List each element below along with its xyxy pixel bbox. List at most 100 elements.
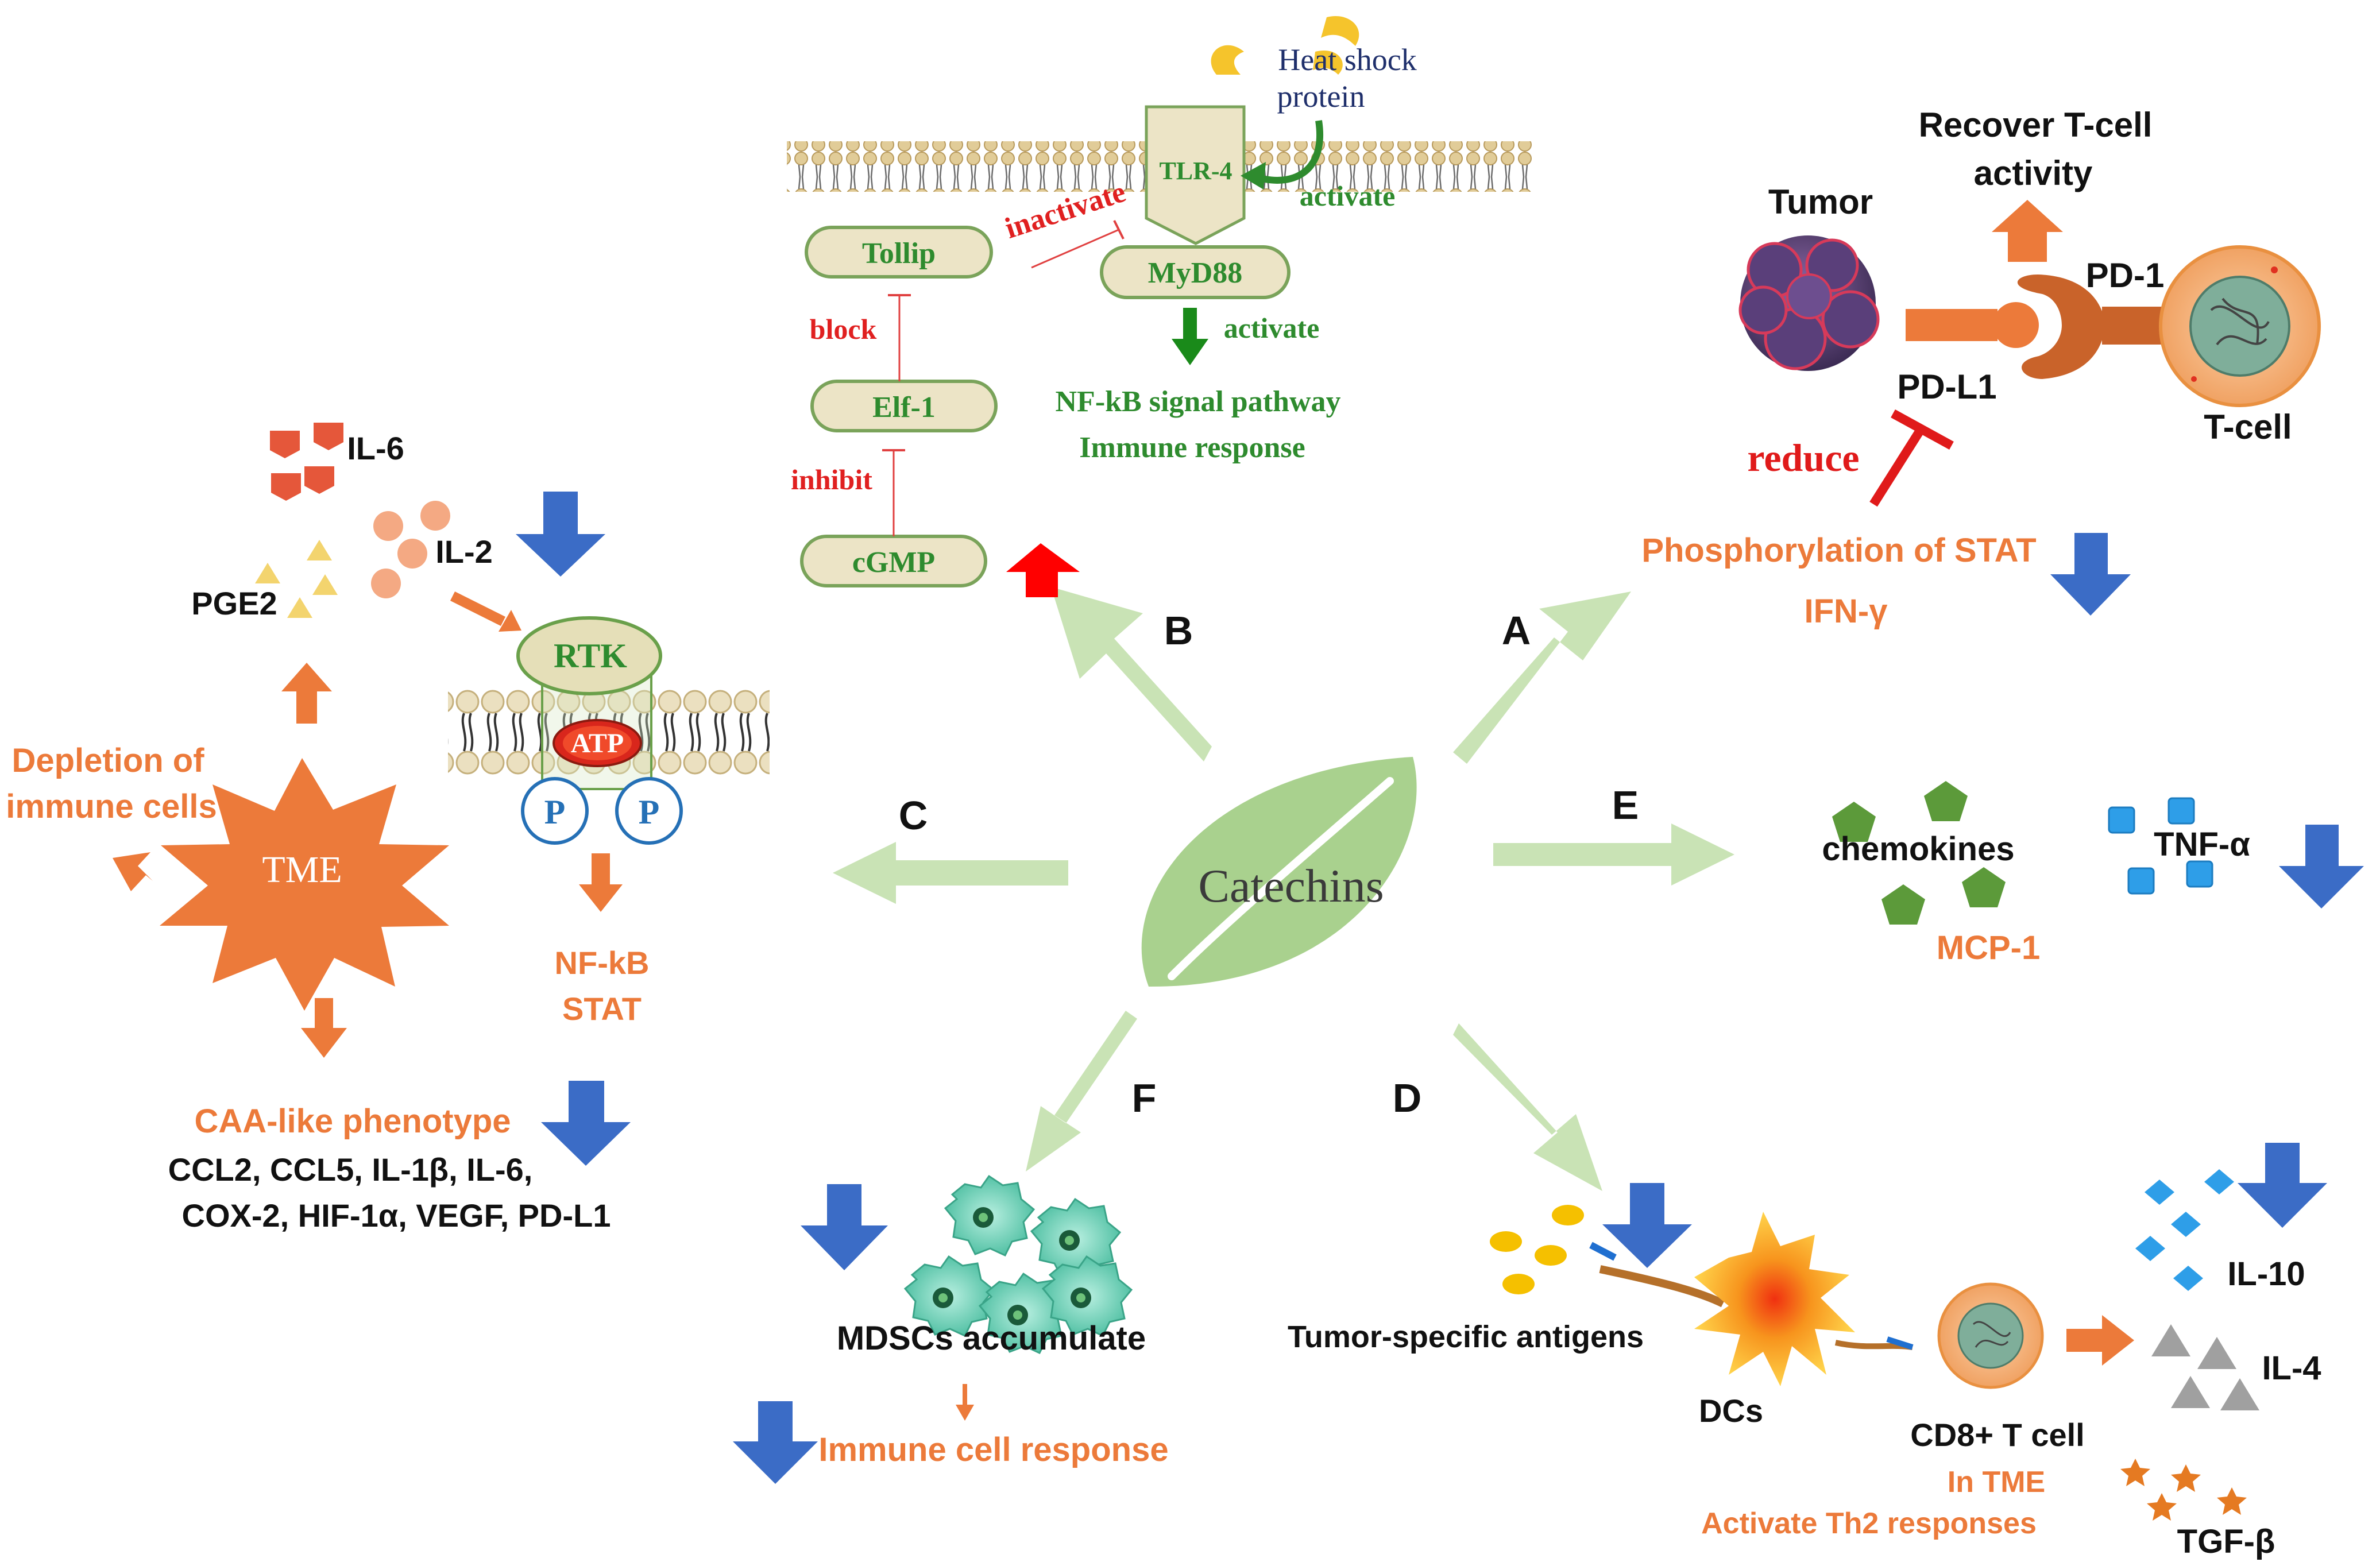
antigen-icons [1490, 1205, 1584, 1294]
elf1-box [810, 380, 998, 432]
arrowhead-icon [1241, 162, 1266, 190]
dcs-label: DCs [1699, 1393, 1763, 1429]
il4-icons [2151, 1324, 2259, 1410]
inhibit-label: inhibit [791, 463, 872, 496]
il6-icons [270, 423, 343, 501]
depletion-label-1: Depletion of [11, 742, 204, 779]
arrowhead-icon [499, 610, 521, 632]
tme-star [160, 758, 449, 1011]
heat-shock-protein-icon [1321, 16, 1359, 46]
elf1-label: Elf-1 [872, 391, 936, 424]
phosphate-left [521, 777, 589, 845]
pdl1-label: PD-L1 [1897, 368, 1996, 406]
chemokines-label: chemokines [1822, 830, 2014, 868]
activate-arrow-stem [1183, 308, 1197, 342]
phosphorylation-label: Phosphorylation of STAT [1641, 532, 2036, 569]
down-arrow-icon [956, 1405, 974, 1421]
decrease-arrow-icon [516, 492, 605, 577]
atp-inner [563, 726, 632, 760]
decrease-arrow-icon [2238, 1143, 2327, 1228]
down-arrow-stem [963, 1384, 967, 1410]
panel-d: Tumor-specific antigens DCs CD8+ T cell … [1288, 1143, 2327, 1560]
panel-a: Recover T-cell activity Tumor PD-1 PD-L1 [1641, 106, 2321, 630]
il2-icons [371, 501, 450, 598]
th2-label: Activate Th2 responses [1701, 1507, 2037, 1540]
activate-arrow-icon [1172, 339, 1208, 365]
pge2-icons [255, 540, 338, 618]
mcp1-label: MCP-1 [1937, 929, 2040, 966]
rtk-label: RTK [554, 637, 627, 675]
tcell-label: T-cell [2204, 408, 2292, 446]
heat-shock-protein-icon [1313, 51, 1343, 75]
decrease-arrow-icon [1602, 1183, 1692, 1268]
branch-label-e: E [1612, 783, 1639, 828]
catechins-leaf [1141, 757, 1417, 987]
cgmp-label: cGMP [852, 546, 935, 579]
decrease-arrow-icon [541, 1081, 631, 1166]
reduce-line [1869, 423, 1927, 507]
branch-label-f: F [1132, 1076, 1157, 1120]
ifn-label: IFN-γ [1805, 593, 1888, 630]
phosphate-right [615, 777, 683, 845]
increase-arrow-icon [1006, 543, 1080, 597]
arrow-to-b [1051, 587, 1212, 761]
inhibit-bar [1891, 409, 1954, 450]
pdl1-knob [1993, 302, 2039, 348]
up-arrow-icon [281, 663, 332, 724]
il10-label: IL-10 [2227, 1255, 2305, 1293]
dendritic-cell-icon [1589, 1212, 1914, 1386]
branch-arrows [833, 587, 1734, 1191]
arrow-to-c [833, 842, 1068, 904]
pd1-label: PD-1 [2086, 256, 2165, 295]
tlr4-receptor [1145, 105, 1246, 245]
pd1-stem [2102, 307, 2169, 345]
stat-label: STAT [562, 991, 642, 1027]
tumor-icon [1738, 235, 1880, 371]
il10-icons [2135, 1169, 2234, 1291]
recover-label-1: Recover T-cell [1919, 106, 2153, 144]
arrow-to-f [1026, 1011, 1137, 1172]
tgfb-label: TGF-β [2177, 1523, 2275, 1560]
tcell-icon [2159, 245, 2321, 407]
recover-label-2: activity [1974, 154, 2093, 192]
pathway-label-1: NF-kB signal pathway [1056, 385, 1341, 418]
tme-label: TME [262, 849, 342, 891]
panel-f: MDSCs accumulate Immune cell response [733, 1174, 1169, 1484]
markers-label-2: COX-2, HIF-1α, VEGF, PD-L1 [182, 1197, 611, 1234]
chemokine-icons [1832, 781, 2006, 925]
branch-label-a: A [1502, 608, 1531, 653]
panel-c: IL-6 IL-2 PGE2 RTK ATP P [6, 423, 770, 1234]
arrow-to-e [1493, 823, 1734, 886]
tgfb-icons [2120, 1459, 2247, 1521]
mdsc-cells-icon [903, 1174, 1133, 1354]
activate-pathway-label: activate [1224, 312, 1320, 344]
phosphate-right-label: P [639, 793, 660, 831]
branch-label-c: C [899, 793, 928, 838]
il2-to-rtk-arrow [450, 591, 506, 627]
activate-curve-arrow [1251, 120, 1323, 184]
right-arrow-icon [2066, 1315, 2134, 1366]
reduce-label: reduce [1747, 436, 1859, 480]
cd8-label: CD8+ T cell [1910, 1417, 2084, 1453]
arrow-to-a [1453, 591, 1631, 764]
markers-label-1: CCL2, CCL5, IL-1β, IL-6, [168, 1151, 533, 1188]
atp-label: ATP [571, 728, 624, 759]
panel-e: chemokines TNF-α MCP-1 [1822, 781, 2364, 966]
tnf-label: TNF-α [2154, 826, 2250, 863]
down-arrow-icon [579, 853, 623, 912]
arrow-to-d [1453, 1023, 1602, 1191]
cd8-tcell-icon [1937, 1282, 2044, 1389]
inhibit-bar [1113, 220, 1125, 239]
branch-label-b: B [1164, 608, 1193, 653]
immune-response-label: Immune cell response [818, 1431, 1168, 1468]
tnf-icons [2108, 797, 2213, 895]
catechins-label: Catechins [1198, 860, 1384, 912]
activate-receptor-label: activate [1300, 180, 1396, 212]
decrease-arrow-icon [733, 1401, 818, 1484]
tumor-label: Tumor [1768, 183, 1873, 221]
phosphate-left-label: P [544, 793, 566, 831]
pd1-receptor [2017, 274, 2105, 379]
myd88-label: MyD88 [1148, 257, 1243, 289]
depletion-label-2: immune cells [6, 788, 217, 825]
il4-label: IL-4 [2262, 1350, 2321, 1387]
